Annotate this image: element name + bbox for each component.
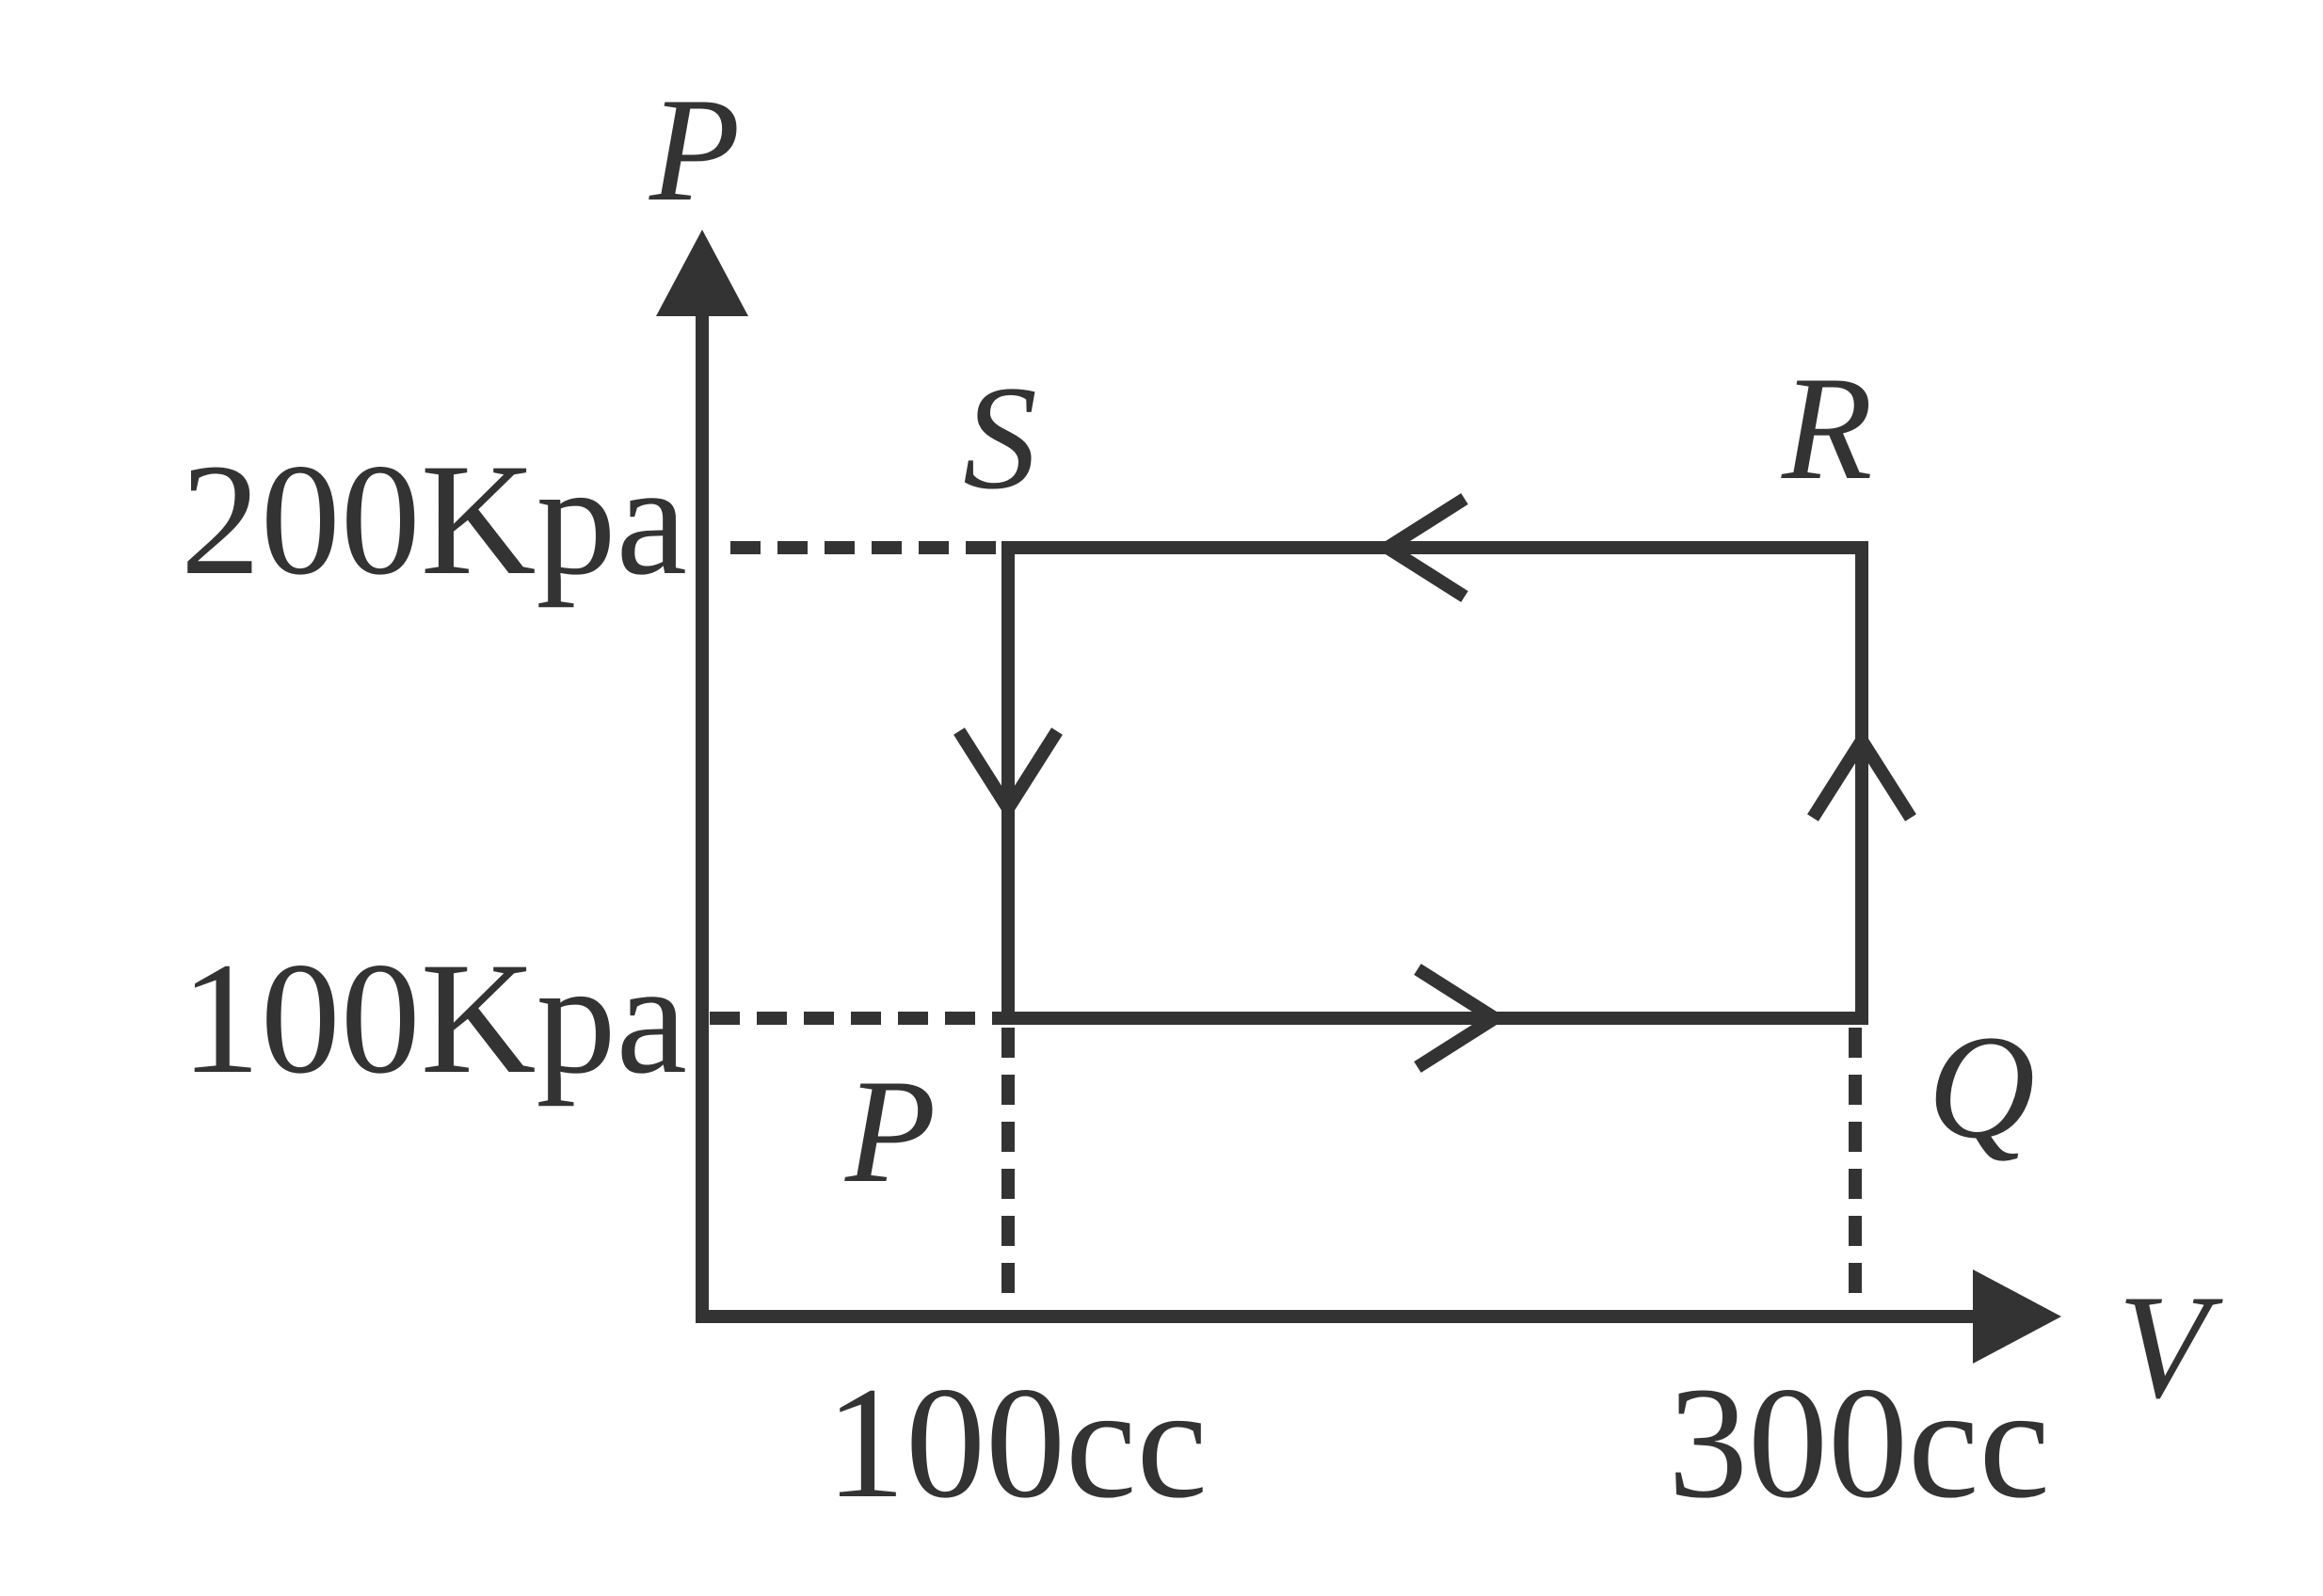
arrow-left-icon	[1374, 493, 1468, 602]
state-label-p: P	[844, 1049, 937, 1214]
direction-arrows	[953, 493, 1916, 1073]
pressure-label-200: 200Kpa	[181, 431, 687, 608]
state-label-q: Q	[1928, 1005, 2035, 1170]
guide-lines	[710, 541, 1862, 1310]
arrow-down-icon	[953, 727, 1063, 822]
thermodynamic-cycle	[1001, 541, 1868, 1025]
state-label-r: R	[1781, 346, 1873, 511]
arrow-up-icon	[1807, 727, 1916, 822]
x-axis-arrowhead	[1973, 1269, 2061, 1364]
state-label-s: S	[963, 356, 1037, 520]
volume-label-100: 100cc	[825, 1354, 1208, 1531]
axes	[656, 230, 2061, 1364]
y-axis-label: P	[649, 68, 741, 232]
pressure-label-100: 100Kpa	[181, 930, 687, 1107]
y-axis-arrowhead	[656, 230, 748, 316]
arrow-right-icon	[1414, 964, 1508, 1073]
volume-label-300: 300cc	[1668, 1354, 2050, 1531]
x-axis-label: V	[2118, 1265, 2223, 1429]
